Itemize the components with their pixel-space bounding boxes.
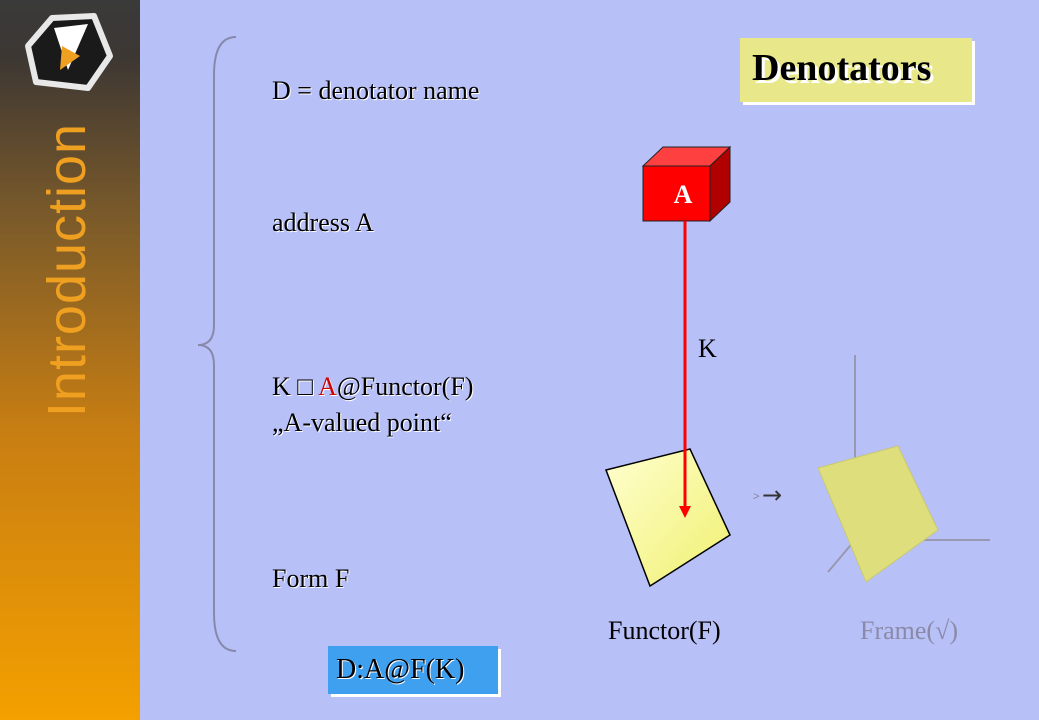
map-arrow-icon: →	[762, 481, 782, 509]
coordinates-suffix: @Functor(F)	[336, 372, 474, 401]
form-text: Form F	[272, 564, 350, 593]
frame-plane	[817, 445, 939, 583]
denotator-name-text: D = denotator name	[272, 76, 480, 105]
cube-icon	[641, 145, 732, 223]
functor-plane	[604, 448, 731, 588]
map-caret: >	[753, 489, 760, 503]
formula-box: D:A@F(K)	[328, 646, 498, 694]
formula-text: D:A@F(K)	[336, 654, 465, 685]
brace-icon	[197, 36, 237, 652]
valued-point-text: „A-valued point“	[272, 408, 452, 437]
logo-icon	[25, 13, 113, 91]
page-title: Denotators	[752, 47, 932, 89]
address-red: A	[318, 372, 337, 401]
cube-label: A	[674, 180, 693, 209]
arrow-label: K	[698, 334, 717, 363]
k-arrow	[679, 221, 691, 518]
functor-label: Functor(F)	[608, 616, 721, 645]
coordinates-text: K □ A@Functor(F)	[272, 372, 474, 401]
sidebar: Introduction	[0, 0, 140, 720]
title-box: Denotators	[740, 38, 972, 102]
coordinates-prefix: K	[272, 372, 298, 401]
address-text: address A	[272, 208, 374, 237]
frame-label: Frame(√)	[860, 616, 958, 645]
